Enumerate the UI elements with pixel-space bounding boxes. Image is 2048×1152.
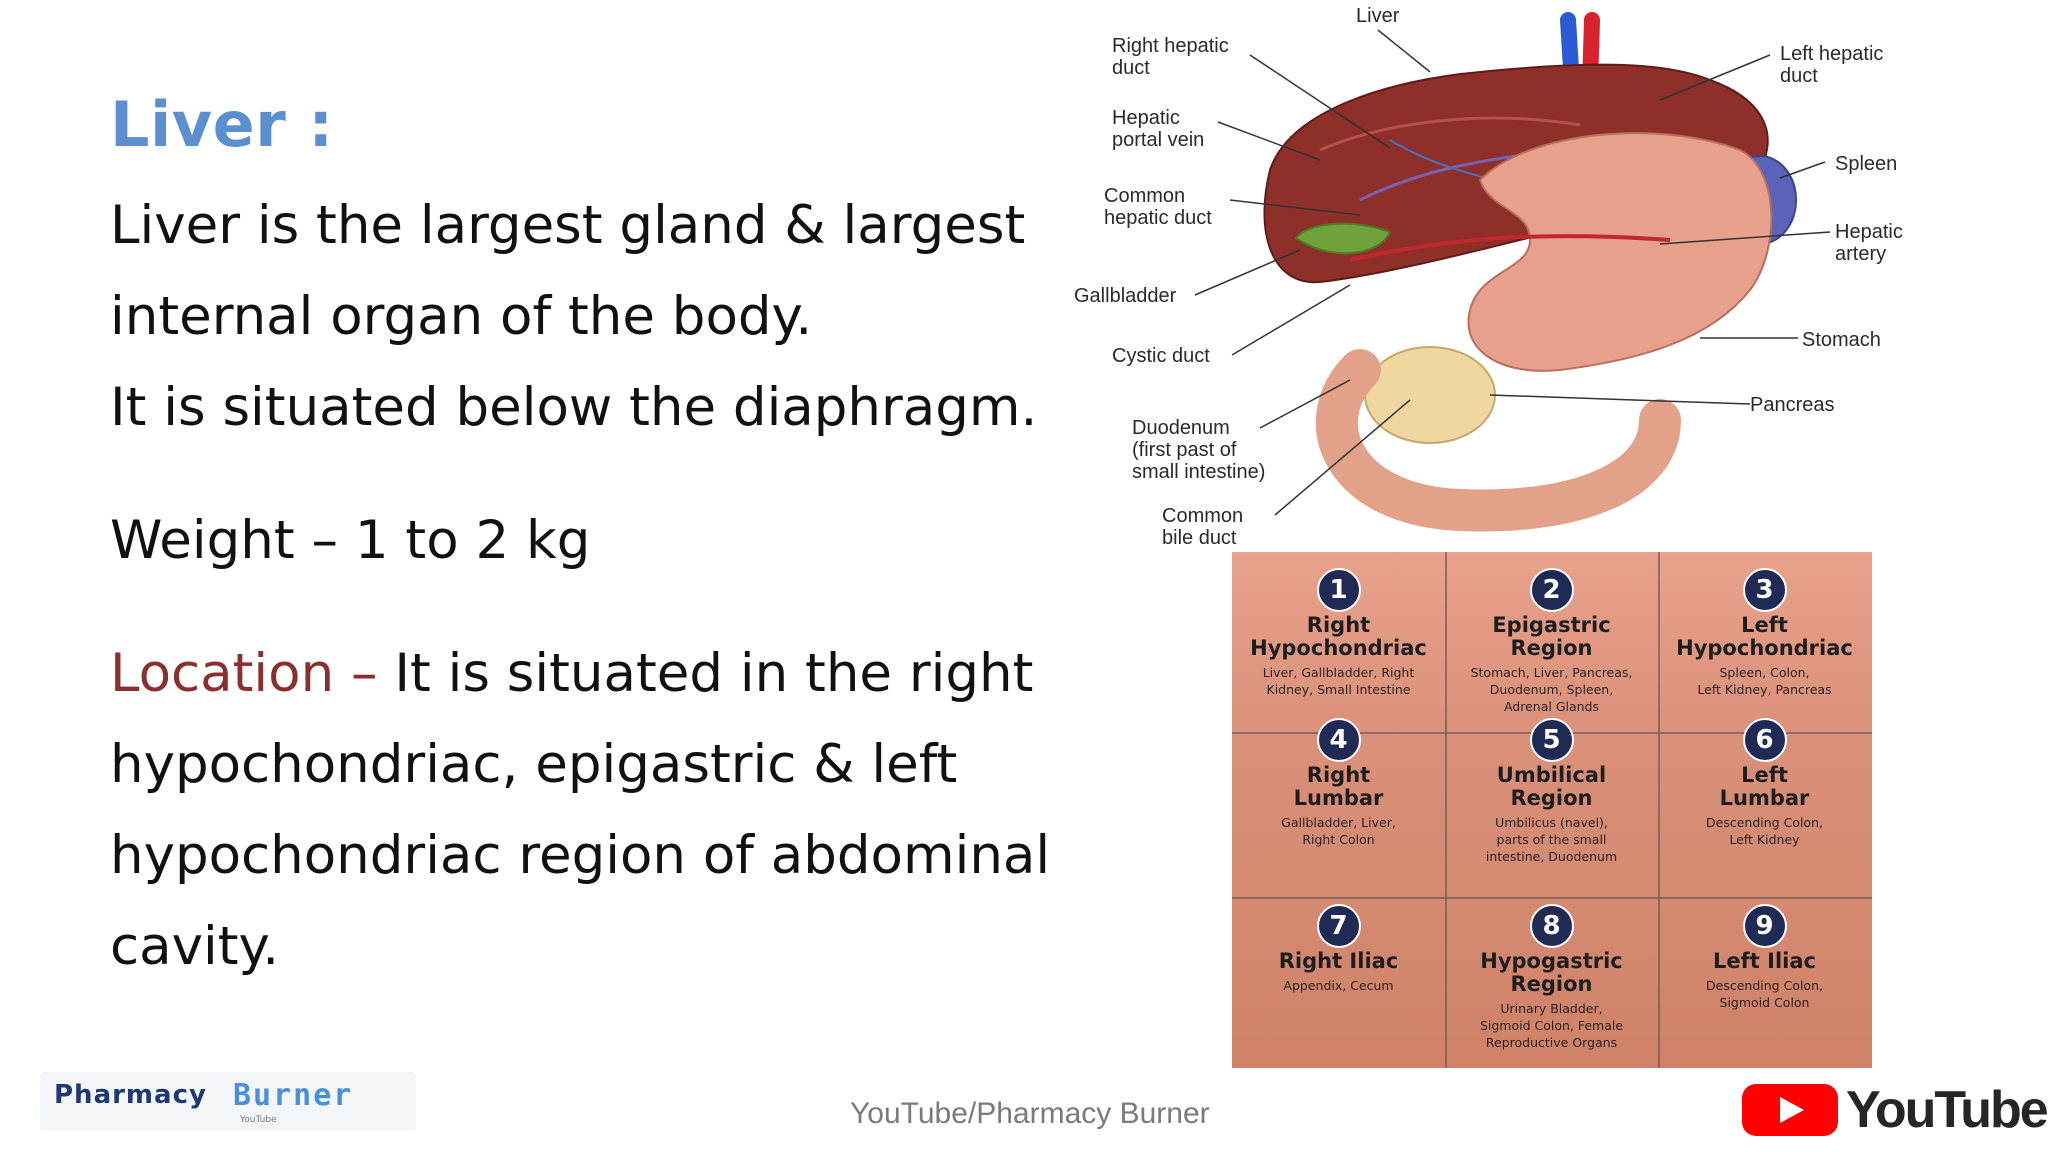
location-text: It is situated in the right xyxy=(377,643,1034,704)
region-name: Epigastric Region xyxy=(1492,613,1611,660)
region-organs: Spleen, Colon, Left Kidney, Pancreas xyxy=(1697,665,1832,697)
region-9: 9 Left Iliac Descending Colon, Sigmoid C… xyxy=(1658,904,1871,1011)
youtube-play-icon xyxy=(1742,1084,1838,1136)
footer-caption: YouTube/Pharmacy Burner xyxy=(850,1097,1210,1130)
region-organs: Liver, Gallbladder, Right Kidney, Small … xyxy=(1262,665,1415,697)
label-spleen: Spleen xyxy=(1835,153,1897,175)
location-label: Location – xyxy=(110,643,378,704)
grid-line-horizontal-2 xyxy=(1232,897,1872,899)
region-name: Umbilical Region xyxy=(1496,763,1607,810)
region-organs: Urinary Bladder, Sigmoid Colon, Female R… xyxy=(1479,1001,1624,1050)
grid-line-vertical-2 xyxy=(1658,552,1660,1068)
location-line-3: hypochondriac region of abdominal xyxy=(110,825,1051,886)
region-8: 8 Hypogastric Region Urinary Bladder, Si… xyxy=(1445,904,1658,1051)
region-name: Left Hypochondriac xyxy=(1676,613,1853,660)
stomach-shape xyxy=(1467,132,1773,372)
grid-line-vertical-1 xyxy=(1445,552,1447,1068)
region-4: 4 Right Lumbar Gallbladder, Liver, Right… xyxy=(1232,718,1445,848)
label-gallbladder: Gallbladder xyxy=(1074,285,1177,307)
region-6: 6 Left Lumbar Descending Colon, Left Kid… xyxy=(1658,718,1871,848)
region-number-badge: 5 xyxy=(1529,718,1574,762)
youtube-logo: YouTube xyxy=(1742,1080,2048,1140)
region-number-badge: 4 xyxy=(1316,718,1361,762)
pharmacy-burner-logo: Pharmacy Burner YouTube xyxy=(40,1072,416,1130)
region-organs: Stomach, Liver, Pancreas, Duodenum, Sple… xyxy=(1470,665,1633,714)
region-name: Right Lumbar xyxy=(1293,763,1384,810)
location-line-4: cavity. xyxy=(110,916,280,977)
pancreas-shape xyxy=(1364,346,1496,444)
location-line-2: hypochondriac, epigastric & left xyxy=(110,734,958,795)
region-organs: Gallbladder, Liver, Right Colon xyxy=(1281,815,1396,847)
youtube-wordmark: YouTube xyxy=(1846,1081,2048,1139)
region-organs: Descending Colon, Sigmoid Colon xyxy=(1706,978,1823,1010)
region-7: 7 Right Iliac Appendix, Cecum xyxy=(1232,904,1445,994)
region-3: 3 Left Hypochondriac Spleen, Colon, Left… xyxy=(1658,568,1871,698)
region-number-badge: 9 xyxy=(1742,904,1787,948)
label-liver: Liver xyxy=(1356,5,1400,27)
region-organs: Umbilicus (navel), parts of the small in… xyxy=(1485,815,1618,864)
brand-subtext: YouTube xyxy=(240,1115,277,1125)
region-name: Left Lumbar xyxy=(1719,763,1810,810)
definition-line-3: It is situated below the diaphragm. xyxy=(110,377,1038,438)
region-name: Hypogastric Region xyxy=(1480,949,1623,996)
abdominal-regions-diagram: 1 Right Hypochondriac Liver, Gallbladder… xyxy=(1232,552,1872,1068)
region-number-badge: 7 xyxy=(1316,904,1361,948)
region-number-badge: 1 xyxy=(1316,568,1361,612)
region-name: Right Iliac xyxy=(1278,949,1399,973)
region-2: 2 Epigastric Region Stomach, Liver, Panc… xyxy=(1445,568,1658,715)
definition-line-2: internal organ of the body. xyxy=(110,286,813,347)
label-stomach: Stomach xyxy=(1802,329,1881,351)
region-number-badge: 8 xyxy=(1529,904,1574,948)
region-organs: Descending Colon, Left Kidney xyxy=(1706,815,1823,847)
region-number-badge: 2 xyxy=(1529,568,1574,612)
label-cystic-duct: Cystic duct xyxy=(1112,345,1210,367)
region-organs: Appendix, Cecum xyxy=(1283,978,1394,993)
region-name: Left Iliac xyxy=(1713,949,1816,973)
region-name: Right Hypochondriac xyxy=(1250,613,1427,660)
brand-name-part1: Pharmacy xyxy=(54,1080,207,1110)
weight-line: Weight – 1 to 2 kg xyxy=(110,510,591,571)
leader-lines xyxy=(1194,29,1831,516)
region-number-badge: 3 xyxy=(1742,568,1787,612)
definition-line-1: Liver is the largest gland & largest xyxy=(110,195,1026,256)
gallbladder-shape xyxy=(1294,222,1392,255)
region-1: 1 Right Hypochondriac Liver, Gallbladder… xyxy=(1232,568,1445,698)
label-pancreas: Pancreas xyxy=(1750,394,1835,416)
region-5: 5 Umbilical Region Umbilicus (navel), pa… xyxy=(1445,718,1658,865)
location-line-1: Location – It is situated in the right xyxy=(110,643,1033,704)
region-number-badge: 6 xyxy=(1742,718,1787,762)
slide-title: Liver : xyxy=(110,88,334,161)
duodenum-shape xyxy=(1315,349,1681,532)
brand-name-part2: Burner xyxy=(233,1078,354,1113)
